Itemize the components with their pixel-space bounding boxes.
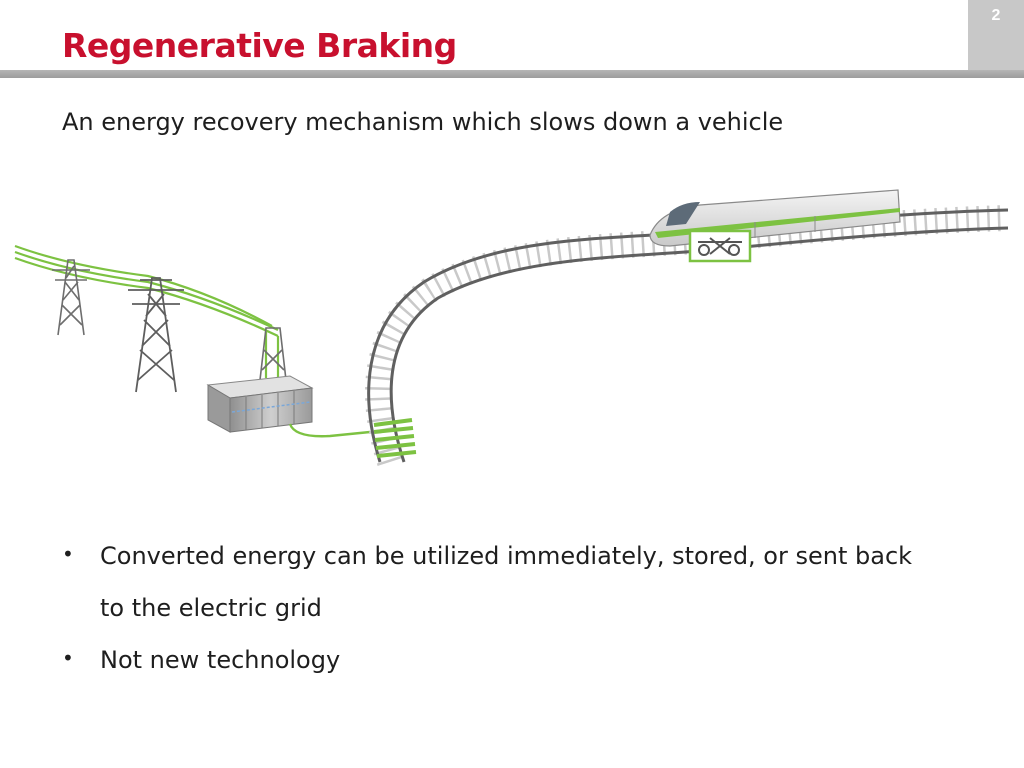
bullet-item: • Converted energy can be utilized immed… — [62, 530, 962, 634]
bullet-text: to the electric grid — [100, 594, 322, 622]
bullet-marker: • — [62, 646, 74, 670]
slide-number-box: 2 — [968, 0, 1024, 74]
substation-box-icon — [206, 375, 314, 433]
bullet-marker: • — [62, 542, 74, 566]
regenerative-braking-illustration — [14, 189, 1009, 466]
bullet-text: Not new technology — [100, 646, 341, 674]
bullet-list: • Converted energy can be utilized immed… — [62, 530, 962, 686]
header-rule — [0, 70, 1024, 78]
bullet-item: • Not new technology — [62, 634, 962, 686]
slide-subtitle: An energy recovery mechanism which slows… — [62, 108, 784, 136]
power-lines — [14, 244, 280, 378]
bullet-text: Converted energy can be utilized immedia… — [100, 542, 913, 570]
slide-number: 2 — [991, 7, 1001, 24]
power-pylon-icon — [128, 277, 184, 393]
slide-title: Regenerative Braking — [62, 26, 457, 65]
railway-track-icon — [365, 205, 1009, 466]
power-pylon-icon — [52, 259, 90, 336]
feeder-cable — [288, 423, 371, 438]
power-pylon-icon — [259, 327, 287, 381]
bogie-highlight-icon — [688, 229, 752, 263]
